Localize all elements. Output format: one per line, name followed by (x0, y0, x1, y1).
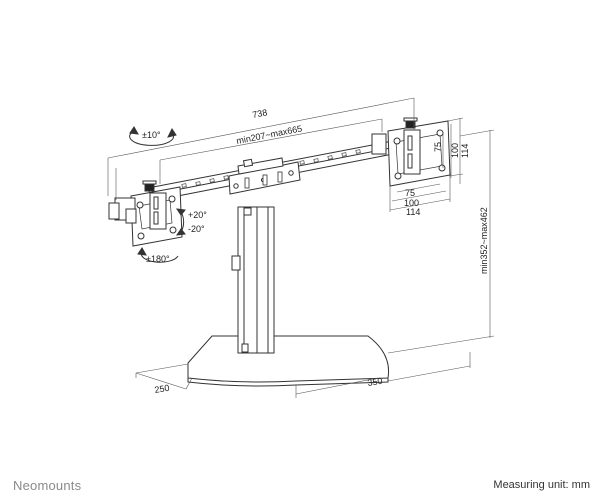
base-dimension-lines (135, 352, 471, 398)
arm-range-label: min207~max665 (235, 123, 302, 146)
rotation-arrows (129, 126, 186, 263)
width-dimension-lines (107, 97, 415, 200)
vesa-h3-label: 114 (406, 207, 420, 217)
vesa-v1-label: 75 (433, 142, 443, 152)
rotate-label: ±180° (146, 254, 170, 264)
measuring-unit-note: Measuring unit: mm (493, 479, 590, 491)
right-head-bracket (371, 117, 421, 175)
tilt-down-label: -20° (188, 224, 205, 234)
swivel-label: ±10° (142, 130, 161, 140)
vesa-v3-label: 114 (460, 144, 470, 158)
base-depth-label: 250 (154, 383, 170, 395)
base-width-label: 350 (367, 376, 383, 388)
height-range-label: min352~max462 (479, 207, 489, 274)
cross-bar-holes (181, 149, 361, 188)
brand-logo-text: Neomounts (13, 478, 82, 493)
total-width-label: 738 (251, 107, 268, 120)
vesa-h2-label: 100 (404, 198, 419, 208)
vesa-v2-label: 100 (450, 143, 460, 158)
vesa-dimension-lines (389, 117, 464, 212)
base-plate (187, 335, 390, 387)
stand-column (231, 206, 275, 354)
height-dimension-lines (387, 129, 495, 354)
vesa-h1-label: 75 (405, 188, 415, 198)
clamp-slots (244, 171, 283, 189)
tilt-up-label: +20° (188, 210, 207, 220)
left-head-bracket (108, 180, 167, 230)
